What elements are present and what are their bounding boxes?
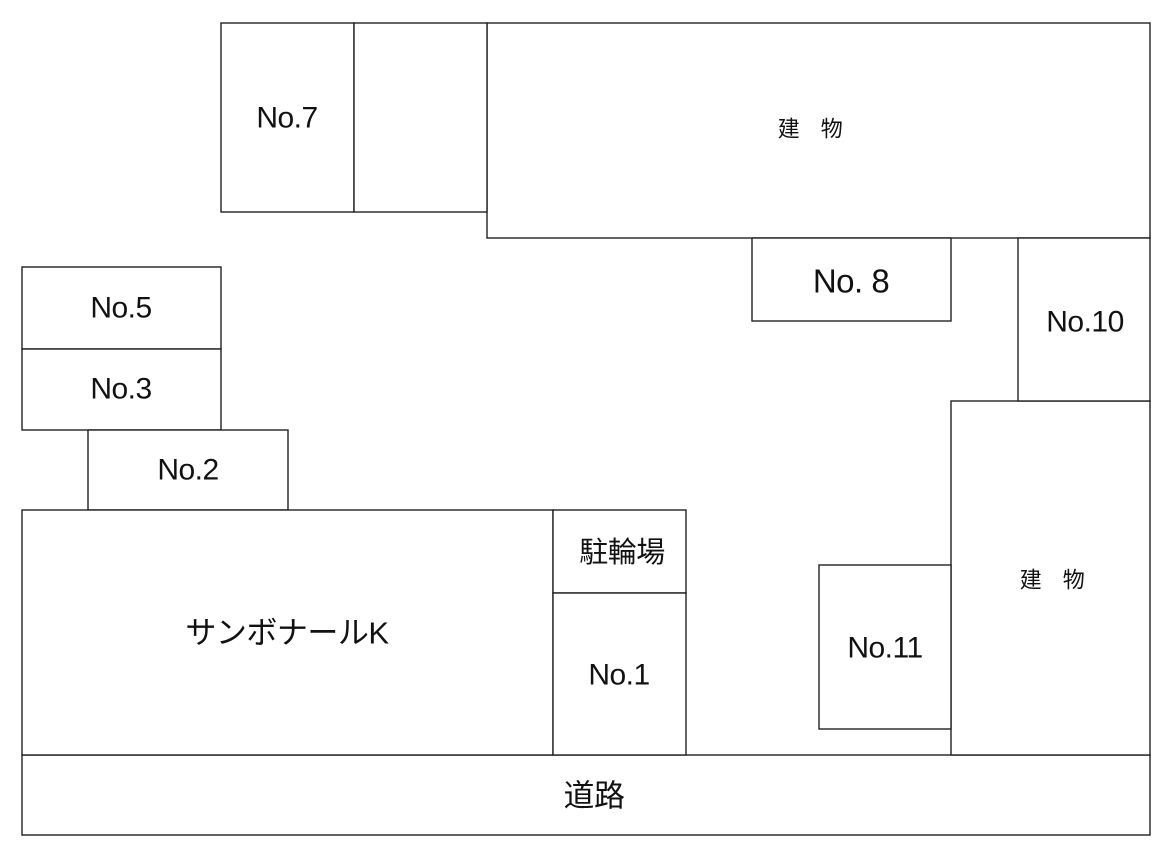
space-no1-outline	[552, 592, 687, 756]
building-north-outline	[486, 22, 1151, 239]
space-no8-outline	[751, 237, 952, 322]
space-no8-label: No. 8	[813, 263, 889, 300]
parking-space-no7: No.7	[220, 22, 488, 213]
space-no10-outline	[1017, 237, 1151, 402]
main-building: サンボナールK	[21, 509, 554, 756]
parking-space-no1: No.1	[552, 592, 687, 756]
parking-space-no10: No.10	[1017, 237, 1151, 402]
space-no11-label: No.11	[847, 632, 922, 665]
space-no5-outline	[21, 266, 222, 350]
space-no11-outline	[818, 564, 952, 730]
space-no7-label: No.7	[256, 102, 317, 135]
road: 道路	[21, 754, 1151, 836]
space-no2-outline	[87, 429, 289, 511]
space-no7-outline	[220, 22, 355, 213]
bicycle-parking: 駐輪場	[552, 509, 687, 594]
space-no5-label: No.5	[90, 292, 151, 325]
parking-space-no8: No. 8	[751, 237, 952, 322]
space-no7-empty-cell-outline	[353, 22, 488, 213]
space-no3-label: No.3	[90, 373, 151, 406]
building-north-label: 建 物	[778, 117, 843, 142]
parking-space-no3: No.3	[21, 348, 222, 431]
parking-space-no5: No.5	[21, 266, 222, 350]
space-no1-label: No.1	[588, 659, 649, 692]
main-building-label: サンボナールK	[185, 616, 389, 651]
road-outline	[21, 754, 1151, 836]
parking-space-no2: No.2	[87, 429, 289, 511]
bicycle-parking-label: 駐輪場	[579, 536, 665, 569]
bicycle-parking-outline	[552, 509, 687, 594]
road-label: 道路	[564, 779, 625, 814]
building-north: 建 物	[486, 22, 1151, 239]
building-east-label: 建 物	[1020, 568, 1085, 593]
space-no10-label: No.10	[1046, 306, 1124, 339]
parking-space-no11: No.11	[818, 564, 952, 730]
building-east: 建 物	[950, 400, 1151, 756]
space-no2-label: No.2	[157, 454, 218, 487]
